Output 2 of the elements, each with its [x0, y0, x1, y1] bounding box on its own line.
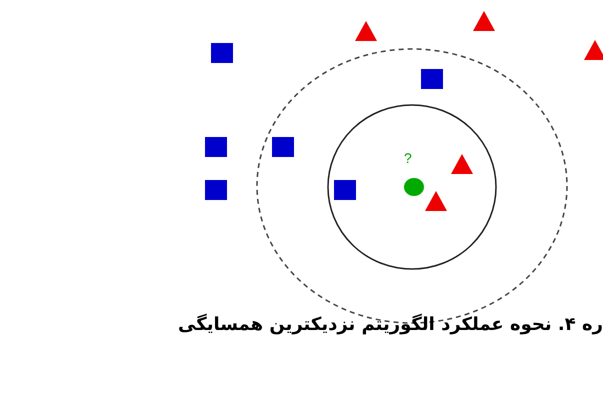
query-label: ?	[404, 150, 412, 166]
figure-caption: ره ۴. نحوه عملکرد الگوریتم نزدیکترین همسایگی	[178, 314, 603, 335]
